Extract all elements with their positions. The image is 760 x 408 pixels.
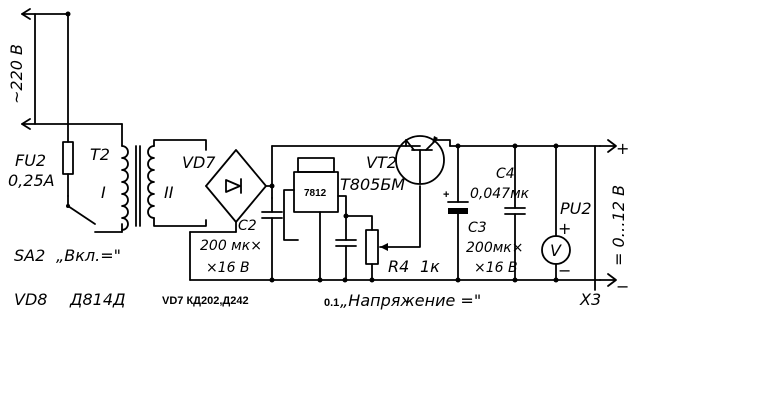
bottom-labels: VD8 Д814Д VD7 КД202,Д242 0.1 „Напряжение… (14, 290, 481, 310)
c3-value-1: 200мк× (466, 240, 523, 256)
voltage-label: „Напряжение =" (340, 291, 481, 310)
capacitor-c2: C2 200 мк× ×16 В (200, 197, 283, 281)
meter-symbol: V (550, 241, 562, 260)
winding-primary: I (101, 183, 106, 202)
output-range: = 0…12 В (609, 185, 628, 266)
regulator-7812: 7812 (283, 157, 347, 281)
transistor-ref: VT2 (366, 153, 397, 172)
output-conn-ref: X3 (579, 290, 601, 309)
transistor-type: T805БМ (340, 175, 405, 194)
capacitor-c4: C4 0,047мк (470, 145, 530, 281)
out-minus: − (616, 277, 629, 296)
meter-ref: PU2 (560, 199, 592, 218)
out-plus: + (616, 139, 629, 158)
bridge-vd7: VD7 (182, 149, 273, 281)
c2-value-2: ×16 В (206, 260, 250, 276)
zener-type: Д814Д (69, 290, 126, 309)
voltmeter-pu2: V + − PU2 (541, 145, 592, 281)
c2-value-1: 200 мк× (200, 238, 262, 254)
capacitor-c3: + C3 200мк× ×16 В (443, 145, 523, 281)
meter-minus: − (558, 261, 571, 280)
transformer-t2: T2 I II (90, 139, 207, 231)
zener-ref: VD8 (14, 290, 47, 309)
capacitor-pot (335, 213, 373, 281)
meter-plus: + (558, 219, 571, 238)
transformer-ref: T2 (90, 145, 110, 164)
output-connector-x3: + − = 0…12 В X3 (579, 139, 629, 309)
fuse-fu2: FU2 0,25А (8, 141, 74, 197)
regulator-label: 7812 (304, 188, 327, 199)
c3-plus: + (443, 189, 449, 201)
switch-value: „Вкл.=" (56, 246, 121, 265)
bridge-ref: VD7 (182, 153, 216, 172)
switch-sa2: SA2 „Вкл.=" (14, 195, 123, 265)
c2-ref: C2 (238, 218, 257, 234)
c4-ref: C4 (496, 166, 515, 182)
mains-label: ~220 В (7, 44, 26, 104)
winding-secondary: II (164, 183, 174, 202)
fuse-ref: FU2 (15, 151, 46, 170)
bridge-note: VD7 КД202,Д242 (162, 295, 249, 307)
c3-ref: C3 (468, 220, 487, 236)
potentiometer-r4: R4 1к (365, 185, 440, 281)
c4-value: 0,047мк (470, 186, 530, 202)
pot-cap-value: 0.1 (324, 297, 339, 309)
switch-ref: SA2 (14, 246, 45, 265)
pot-value: 1к (420, 257, 440, 276)
mains-input: ~220 В (7, 8, 123, 147)
transistor-vt2: VT2 T805БМ (340, 135, 451, 194)
c3-value-2: ×16 В (474, 260, 518, 276)
fuse-value: 0,25А (8, 171, 55, 190)
pot-ref: R4 (388, 257, 409, 276)
